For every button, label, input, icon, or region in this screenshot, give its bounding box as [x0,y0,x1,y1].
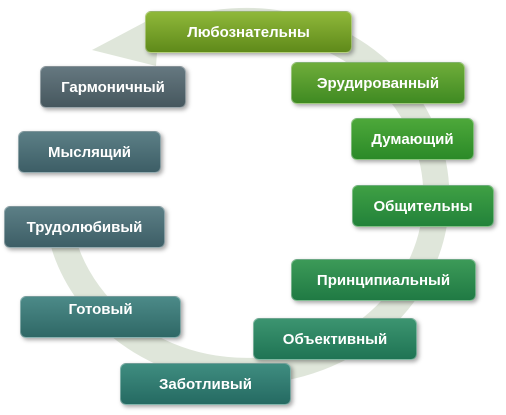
trait-label: Общительны [373,197,473,215]
trait-label: Эрудированный [316,74,440,92]
trait-box-hardworking: Трудолюбивый [4,206,165,248]
trait-label: Гармоничный [61,78,165,96]
trait-box-thinking: Думающий [351,118,474,160]
trait-box-curious: Любознательны [145,11,352,53]
trait-label: Готовый [68,301,133,318]
trait-label: Заботливый [159,375,252,393]
trait-box-reflective: Мыслящий [18,131,161,173]
trait-box-ready: Готовый [20,296,181,338]
trait-box-sociable: Общительны [352,185,494,227]
trait-label: Думающий [371,130,454,148]
trait-box-objective: Объективный [253,318,417,360]
trait-box-erudite: Эрудированный [291,62,465,104]
trait-label: Объективный [282,330,388,348]
trait-label: Любознательны [187,23,310,41]
trait-label: Мыслящий [47,143,132,161]
cycle-arrowhead-icon [92,14,160,66]
trait-box-caring: Заботливый [120,363,291,405]
trait-box-harmonious: Гармоничный [40,66,186,108]
trait-box-principled: Принципиальный [291,259,476,301]
trait-label: Трудолюбивый [26,218,143,236]
trait-label: Принципиальный [316,271,451,289]
